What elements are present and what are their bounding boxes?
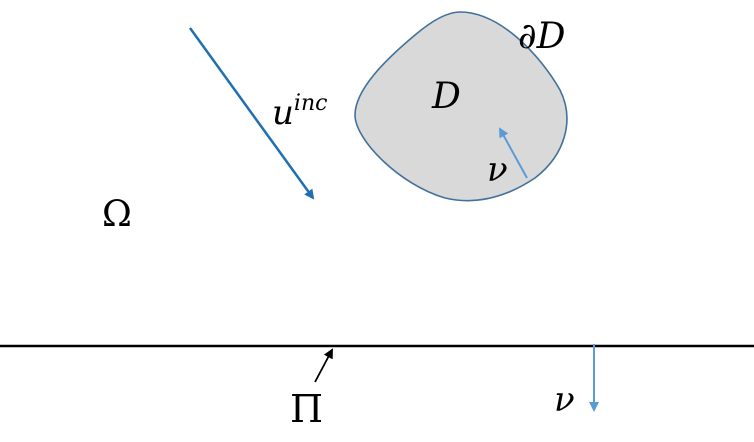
incident-wave-label: uinc — [272, 91, 327, 133]
obstacle-normal-label: ν — [487, 150, 508, 190]
plane-label: Π — [290, 387, 323, 431]
domain-label: Ω — [102, 194, 132, 235]
obstacle-normal-arrow — [499, 127, 528, 179]
plane-pointer-arrow — [314, 348, 333, 383]
boundary-label: ∂D — [518, 16, 566, 57]
plane-normal-label: ν — [554, 380, 575, 420]
incident-wave-arrow — [188, 27, 315, 200]
incident-wave-label-base: u — [272, 93, 294, 133]
obstacle-label: D — [431, 76, 461, 117]
incident-wave-label-sup: inc — [294, 91, 328, 116]
